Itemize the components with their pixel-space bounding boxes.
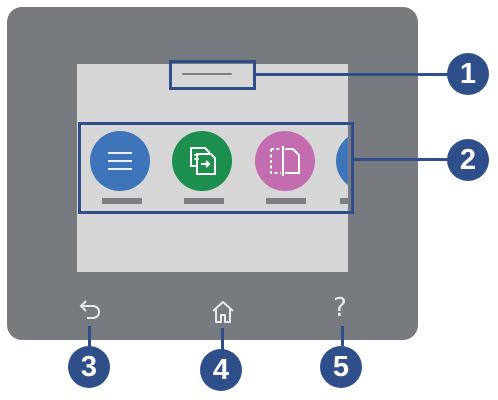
partially-visible-app-button[interactable] (336, 131, 348, 191)
scan-icon (270, 146, 300, 176)
callout-badge-4: 4 (200, 349, 242, 391)
screen-title-placeholder (182, 73, 232, 75)
back-arrow-icon (79, 300, 100, 319)
menu-app-label-placeholder (102, 198, 142, 204)
menu-lines-icon (108, 152, 132, 170)
apps-callout-box (78, 122, 354, 214)
home-button[interactable] (203, 292, 243, 332)
back-button[interactable] (70, 290, 110, 330)
title-callout-box (169, 60, 256, 90)
callout-badge-5: 5 (320, 346, 362, 388)
callout-leader-4 (221, 328, 224, 350)
callout-badge-1: 1 (447, 53, 489, 95)
copy-icon (190, 147, 216, 175)
scan-app-label-placeholder (266, 198, 306, 204)
callout-badge-3: 3 (68, 346, 110, 388)
callout-leader-3 (88, 326, 91, 348)
callout-leader-2 (353, 158, 453, 161)
partial-app-label-placeholder (340, 198, 348, 204)
copy-app-label-placeholder (184, 198, 224, 204)
home-icon (212, 301, 234, 323)
scan-app-button[interactable] (255, 131, 315, 191)
callout-badge-2: 2 (447, 139, 489, 181)
callout-leader-5 (341, 326, 344, 346)
copy-app-button[interactable] (172, 131, 232, 191)
help-button[interactable]: ? (333, 293, 347, 323)
menu-app-button[interactable] (90, 131, 150, 191)
callout-leader-1 (255, 73, 455, 76)
